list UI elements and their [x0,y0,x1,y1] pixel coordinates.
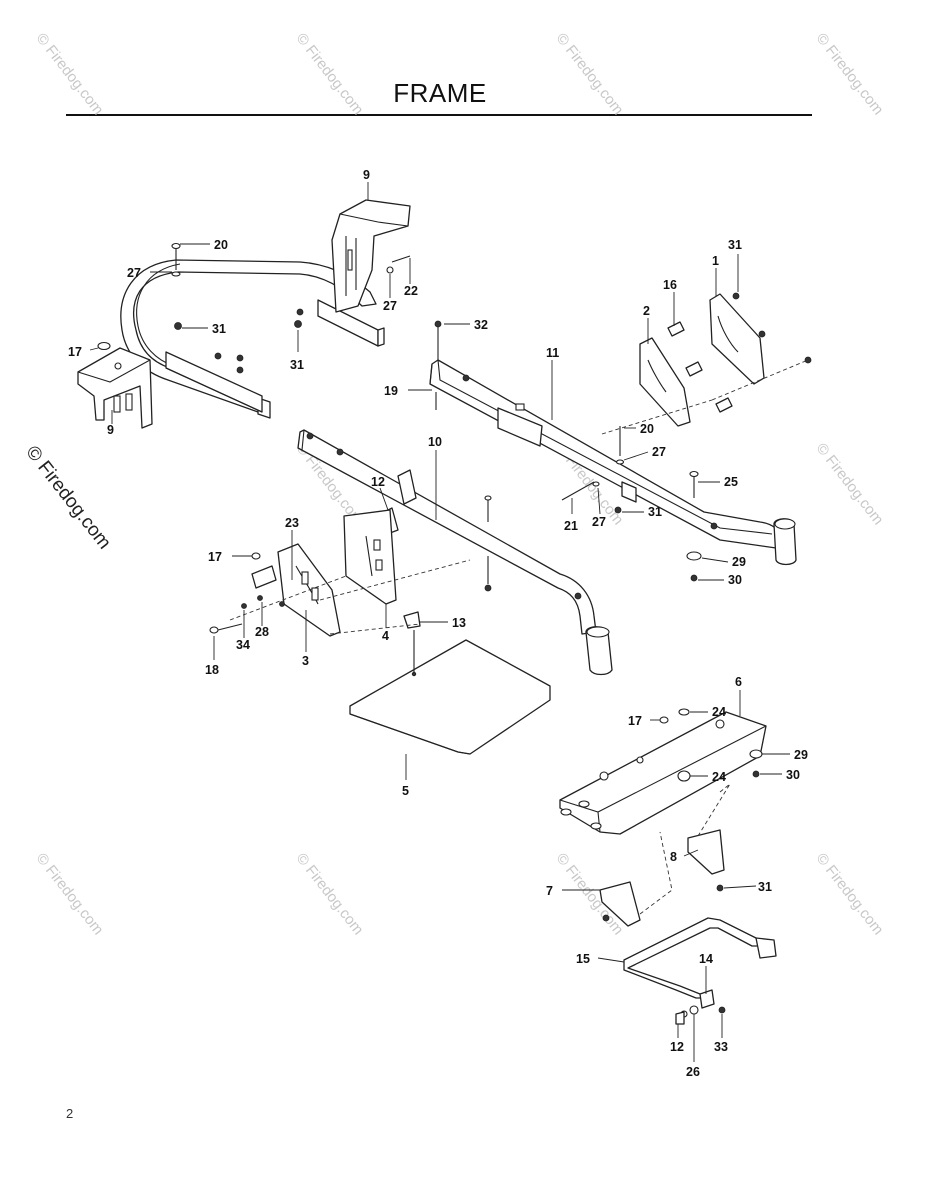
upper-left-hardware [171,242,411,374]
callout-31: 31 [648,505,662,519]
callout-34: 34 [236,638,250,652]
callout-25: 25 [724,475,738,489]
callout-26: 26 [686,1065,700,1079]
callout-27: 27 [592,515,606,529]
leader-lines [89,182,790,1062]
callout-11: 11 [546,346,559,360]
bracket-7 [599,881,641,927]
callout-17: 17 [628,714,642,728]
callout-27: 27 [652,445,666,459]
callout-31: 31 [728,238,742,252]
bracket-8 [687,829,725,892]
spacers-16 [601,292,812,435]
bracket-1 [709,293,765,385]
callout-labels: 9 20 27 31 31 27 22 17 9 32 19 11 16 2 1… [68,168,808,1079]
callout-9: 9 [363,168,370,182]
callout-27: 27 [127,266,141,280]
callout-29: 29 [732,555,746,569]
main-frame-tube-11 [429,359,797,566]
assembly-lines [639,783,731,915]
floor-plate-5 [349,630,551,755]
callout-17: 17 [68,345,82,359]
front-frame-6 [559,708,767,835]
bracket-2 [639,337,691,427]
callout-3: 3 [302,654,309,668]
rear-handle-bar-cross-tube [165,351,263,413]
callout-32: 32 [474,318,488,332]
lower-bracket-9 [77,347,153,429]
seat-frame-10 [297,429,613,676]
callout-24: 24 [712,705,726,719]
callout-1: 1 [712,254,719,268]
page-number: 2 [66,1106,74,1121]
callout-31: 31 [290,358,304,372]
upper-bracket-9 [331,199,411,313]
callout-13: 13 [452,616,466,630]
callout-10: 10 [428,435,442,449]
callout-7: 7 [546,884,553,898]
callout-29: 29 [794,748,808,762]
callout-20: 20 [214,238,228,252]
callout-28: 28 [255,625,269,639]
callout-30: 30 [786,768,800,782]
callout-31: 31 [212,322,226,336]
callout-4: 4 [382,629,389,643]
callout-33: 33 [714,1040,728,1054]
cap-17-left [97,341,111,351]
callout-20: 20 [640,422,654,436]
callout-22: 22 [404,284,418,298]
linkage-rod-15 [623,917,777,999]
seat-plate-4 [343,509,397,605]
callout-6: 6 [735,675,742,689]
callout-21: 21 [564,519,578,533]
callout-30: 30 [728,573,742,587]
hardware-11 [434,320,718,582]
callout-27: 27 [383,299,397,313]
rod-hardware [675,989,726,1025]
callout-5: 5 [402,784,409,798]
seat-plate-hardware [209,552,471,635]
callout-19: 19 [384,384,398,398]
callout-16: 16 [663,278,677,292]
callout-9: 9 [107,423,114,437]
callout-15: 15 [576,952,590,966]
callout-12: 12 [371,475,385,489]
callout-17: 17 [208,550,222,564]
callout-14: 14 [699,952,713,966]
page-title: FRAME [393,78,487,108]
callout-31: 31 [758,880,772,894]
callout-23: 23 [285,516,299,530]
callout-24: 24 [712,770,726,784]
callout-8: 8 [670,850,677,864]
callout-2: 2 [643,304,650,318]
title-underline [66,114,812,116]
callout-18: 18 [205,663,219,677]
callout-12: 12 [670,1040,684,1054]
